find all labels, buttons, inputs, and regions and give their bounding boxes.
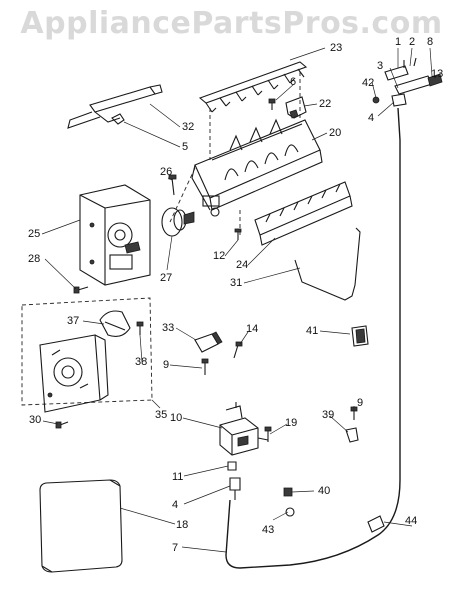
motor-part <box>161 207 195 237</box>
callout-26: 26 <box>160 166 172 178</box>
grommet-part-43 <box>283 487 293 497</box>
screw-part-28 <box>73 286 89 294</box>
callout-2: 2 <box>409 36 415 48</box>
callout-35: 35 <box>155 409 167 421</box>
shutoff-arm-part <box>254 181 353 246</box>
callout-38: 38 <box>135 356 147 368</box>
fill-tube-part <box>67 84 163 129</box>
control-housing-part <box>79 184 151 286</box>
callout-5: 5 <box>182 141 188 153</box>
callout-9-right: 9 <box>357 397 363 409</box>
callout-43: 43 <box>262 524 274 536</box>
water-tube-part <box>225 107 401 569</box>
callout-25: 25 <box>28 228 40 240</box>
ejector-bar-part <box>198 61 308 113</box>
callout-31: 31 <box>230 277 242 289</box>
callout-20: 20 <box>329 127 341 139</box>
callout-18: 18 <box>176 519 188 531</box>
callout-14: 14 <box>246 323 258 335</box>
ice-mold-part <box>191 118 323 217</box>
callout-40: 40 <box>318 485 330 497</box>
callout-10: 10 <box>170 412 182 424</box>
callout-32: 32 <box>182 121 194 133</box>
clip-part-5 <box>111 113 125 125</box>
callout-12: 12 <box>213 250 225 262</box>
callout-22: 22 <box>319 98 331 110</box>
screw-part-12 <box>234 228 242 240</box>
screw-part-14 <box>233 341 243 359</box>
callout-30: 30 <box>29 414 41 426</box>
callout-44: 44 <box>405 515 417 527</box>
switch-part-33 <box>194 331 223 353</box>
callout-4-bottom: 4 <box>172 499 178 511</box>
callout-3: 3 <box>377 60 383 72</box>
screw-part-9-left <box>201 358 209 375</box>
fitting-part-11 <box>227 461 237 471</box>
screw-part-26 <box>168 174 177 196</box>
callout-labels: 1 2 8 3 13 42 4 23 6 22 20 32 5 26 25 27… <box>28 36 443 554</box>
callout-4-top: 4 <box>368 112 374 124</box>
watermark-logo: AppliancePartsPros.com <box>20 6 443 41</box>
callout-19: 19 <box>285 417 297 429</box>
leader-lines <box>41 47 437 553</box>
callout-8: 8 <box>427 36 433 48</box>
clamp-part-39 <box>345 427 359 443</box>
screw-part-30 <box>55 421 69 429</box>
callout-33: 33 <box>162 322 174 334</box>
callout-9-left: 9 <box>163 359 169 371</box>
alignment-lines <box>169 72 301 235</box>
callout-6: 6 <box>290 76 296 88</box>
callout-1: 1 <box>395 36 401 48</box>
wire-arm-part <box>294 227 361 301</box>
screw-part-38 <box>136 321 144 335</box>
callout-11: 11 <box>172 471 183 483</box>
bracket-part <box>285 96 307 119</box>
callout-28: 28 <box>28 253 40 265</box>
screw-part-19 <box>264 426 272 442</box>
water-valve-part <box>219 402 269 456</box>
clip-part-41 <box>351 325 369 347</box>
callout-27: 27 <box>160 272 172 284</box>
cover-panel-part-18 <box>39 479 123 573</box>
cover-part-37 <box>99 310 131 337</box>
callout-23: 23 <box>330 42 342 54</box>
callout-7: 7 <box>172 542 178 554</box>
fitting-part-4-lower <box>229 477 241 500</box>
callout-41: 41 <box>306 325 318 337</box>
module-assembly-box <box>21 297 153 413</box>
callout-39: 39 <box>322 409 334 421</box>
callout-37: 37 <box>67 315 79 327</box>
inlet-fittings-part <box>372 57 443 107</box>
screw-part-6 <box>268 98 276 110</box>
callout-24: 24 <box>236 259 248 271</box>
cap-part-44 <box>367 515 385 533</box>
callout-42: 42 <box>362 77 374 89</box>
callout-13: 13 <box>431 68 443 80</box>
nut-part-40 <box>285 507 295 517</box>
